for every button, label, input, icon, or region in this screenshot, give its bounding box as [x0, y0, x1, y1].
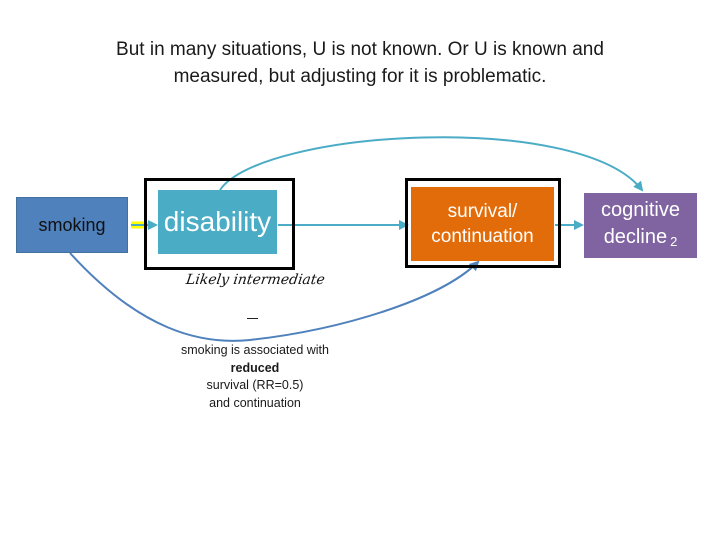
node-disability-frame: [144, 178, 295, 270]
node-survival-label-2: continuation: [431, 226, 534, 247]
annotation-likely-intermediate: Likely intermediate: [184, 272, 326, 288]
note-line-3: and continuation: [209, 395, 301, 410]
node-survival-label-1: survival/: [447, 201, 518, 222]
node-survival: survival/ continuation: [411, 187, 554, 261]
annotation-note: smoking is associated with reduced survi…: [155, 342, 355, 412]
note-bold-reduced: reduced: [230, 360, 280, 375]
title-line-1: But in many situations, U is not known. …: [116, 39, 604, 60]
node-smoking-label: smoking: [38, 214, 106, 235]
note-line-2-rest: survival (RR=0.5): [206, 378, 304, 392]
node-disability-label: disability: [163, 206, 272, 237]
node-cognitive-subscript: 2: [670, 233, 678, 249]
arrow-disability-cognitive-curve: [219, 136, 644, 192]
node-survival-frame: [405, 178, 561, 268]
slide-title: But in many situations, U is not known. …: [40, 36, 680, 90]
arrow-smoking-survival-curve: [69, 252, 480, 342]
node-smoking: smoking: [16, 197, 128, 253]
node-cognitive-label-1: cognitive: [601, 198, 680, 221]
note-line-2: reduced survival (RR=0.5): [155, 360, 355, 395]
title-line-2: measured, but adjusting for it is proble…: [173, 66, 547, 87]
node-disability: disability: [158, 190, 277, 254]
note-line-1: smoking is associated with: [181, 343, 329, 357]
node-cognitive-label-2: decline: [603, 225, 668, 248]
annotation-dash: [247, 318, 258, 319]
